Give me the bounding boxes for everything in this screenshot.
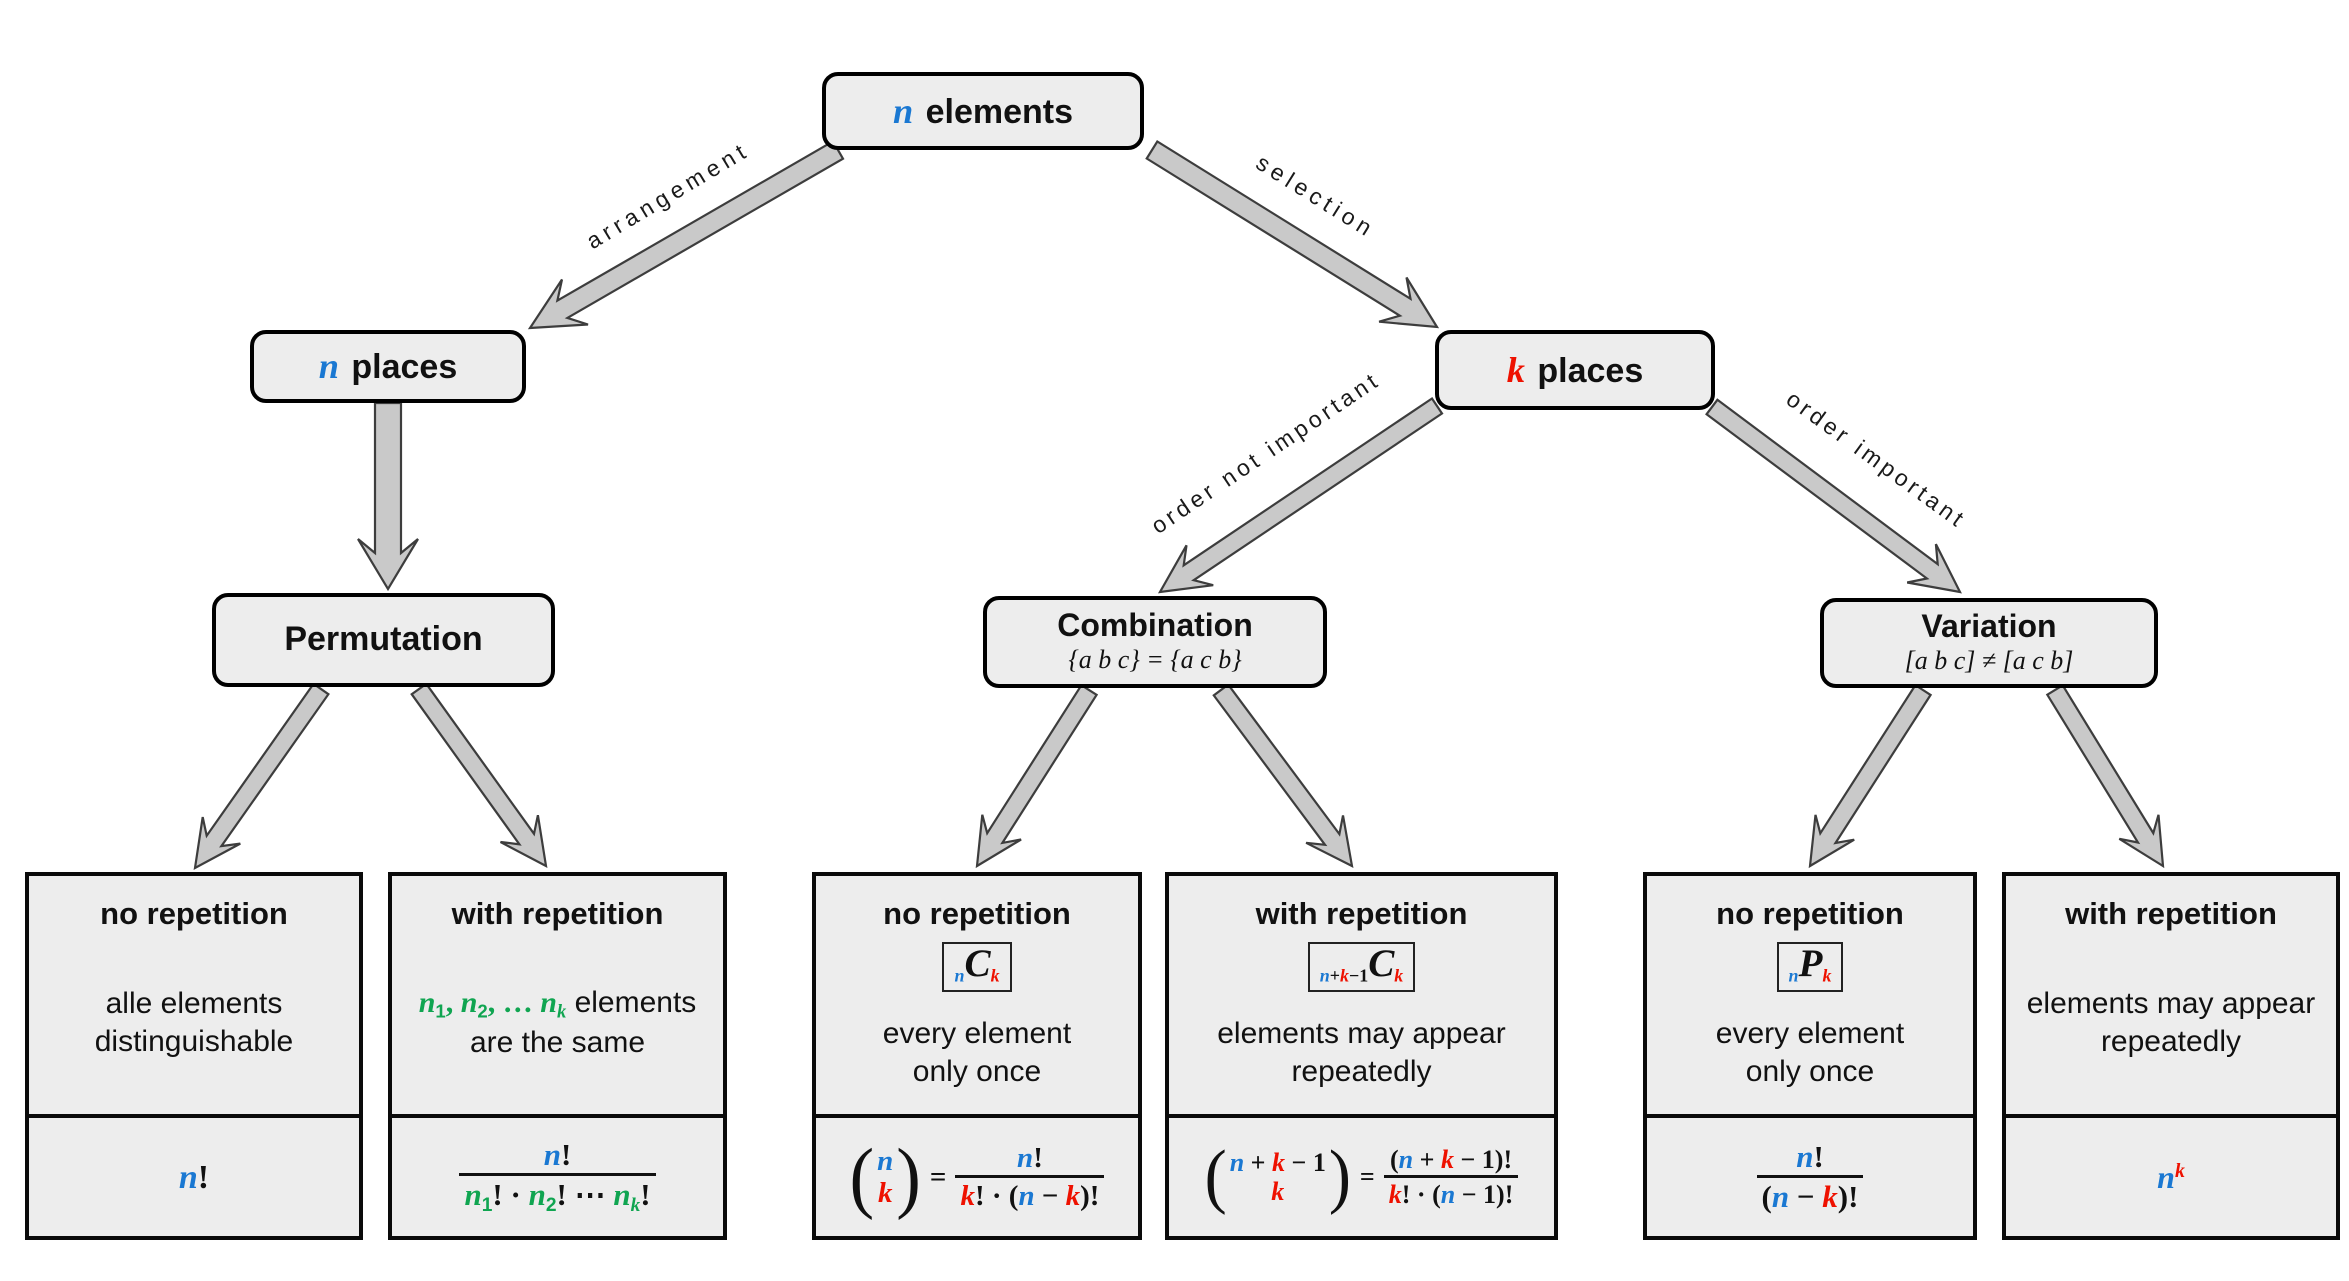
leaf-description: elements may appear repeatedly <box>2027 932 2316 1114</box>
leaf-description: elements may appear repeatedly <box>1217 992 1506 1114</box>
leaf-body: no repetition nPk every element only onc… <box>1647 876 1973 1114</box>
node-k-places-title: k places <box>1506 349 1644 390</box>
notation-badge-n+k-1Ck: n+k−1Ck <box>1307 942 1416 992</box>
binom-top: n <box>877 1144 894 1177</box>
block-arrow <box>357 401 419 592</box>
fraction-denominator: k! · (n − 1)! <box>1383 1174 1519 1209</box>
fraction-denominator: n1! · n2! ⋯ nk! <box>459 1172 656 1216</box>
desc-line: repeatedly <box>2100 1025 2242 1058</box>
node-combination-subtitle: {a b c} = {a c b} <box>1068 645 1242 675</box>
leaf-body: with repetition n1, n2, … nk elements ar… <box>392 876 723 1114</box>
leaf-combination-with-repetition: with repetition n+k−1Ck elements may app… <box>1165 872 1558 1240</box>
leaf-body: with repetition elements may appear repe… <box>2006 876 2336 1114</box>
desc-line: only once <box>912 1054 1042 1088</box>
fraction: n! n1! · n2! ⋯ nk! <box>459 1137 656 1216</box>
desc-line: are the same <box>469 1025 646 1059</box>
node-combination: Combination {a b c} = {a c b} <box>983 596 1327 688</box>
node-n-elements-title: n elements <box>892 90 1074 131</box>
desc-line: elements may appear <box>2026 986 2316 1020</box>
block-arrows <box>193 139 2165 871</box>
desc-line: every element <box>1715 1016 1905 1050</box>
binom-bottom: k <box>1271 1177 1285 1206</box>
leaf-title: no repetition <box>100 896 288 931</box>
leaf-formula: ( n + k − 1 k ) = (n + k − 1)! k! · (n −… <box>1169 1114 1554 1236</box>
node-n-elements: n elements <box>822 72 1144 150</box>
equals-sign: = <box>1359 1162 1375 1191</box>
leaf-formula: ( n k ) = n! k! · (n − k)! <box>816 1114 1138 1236</box>
leaf-title: with repetition <box>1255 896 1468 931</box>
edge-label-order-important: order important <box>1782 386 1972 534</box>
leaf-title: no repetition <box>883 896 1071 931</box>
leaf-title: with repetition <box>2065 896 2277 931</box>
leaf-description: n1, n2, … nk elements are the same <box>419 932 697 1114</box>
desc-line: distinguishable <box>94 1025 294 1058</box>
node-permutation: Permutation <box>212 593 555 687</box>
node-variation: Variation [a b c] ≠ [a c b] <box>1820 598 2158 688</box>
leaf-variation-no-repetition: no repetition nPk every element only onc… <box>1643 872 1977 1240</box>
fraction: n! (n − k)! <box>1756 1138 1864 1215</box>
node-k-places: k places <box>1435 330 1715 410</box>
desc-line: n1, n2, … nk elements <box>418 985 697 1023</box>
block-arrow <box>1705 398 1962 594</box>
block-arrow <box>193 682 330 871</box>
binom-top: n + k − 1 <box>1229 1147 1326 1177</box>
desc-line: elements may appear <box>1217 1016 1506 1050</box>
leaf-formula: nk <box>2006 1114 2336 1236</box>
fraction-numerator: n! <box>543 1137 572 1172</box>
fraction: n! k! · (n − k)! <box>955 1142 1105 1212</box>
leaf-formula: n! n1! · n2! ⋯ nk! <box>392 1114 723 1236</box>
block-arrow <box>975 683 1099 869</box>
desc-line: repeatedly <box>1291 1054 1432 1088</box>
fraction-denominator: (n − k)! <box>1756 1174 1864 1215</box>
left-paren: ( <box>1204 1137 1227 1217</box>
leaf-permutation-with-repetition: with repetition n1, n2, … nk elements ar… <box>388 872 727 1240</box>
leaf-combination-no-repetition: no repetition nCk every element only onc… <box>812 872 1142 1240</box>
right-paren: ) <box>896 1132 921 1221</box>
block-arrow <box>1808 683 1933 869</box>
leaf-title: with repetition <box>451 896 664 931</box>
block-arrow <box>410 682 548 868</box>
node-variation-title: Variation <box>1921 607 2057 644</box>
leaf-formula: n! <box>29 1114 359 1236</box>
leaf-description: every element only once <box>883 992 1071 1114</box>
binom-bottom: k <box>877 1177 893 1209</box>
leaf-body: no repetition alle elements distinguisha… <box>29 876 359 1114</box>
right-paren: ) <box>1328 1137 1351 1217</box>
block-arrow <box>1145 139 1440 329</box>
notation-badge-nCk: nCk <box>942 942 1012 992</box>
leaf-body: with repetition n+k−1Ck elements may app… <box>1169 876 1554 1114</box>
desc-line: every element <box>882 1016 1072 1050</box>
formula-expression: nk <box>2157 1158 2185 1195</box>
fraction-numerator: (n + k − 1)! <box>1389 1145 1513 1175</box>
binomial-coefficient: ( n + k − 1 k ) <box>1204 1137 1351 1217</box>
leaf-permutation-no-repetition: no repetition alle elements distinguisha… <box>25 872 363 1240</box>
block-arrow <box>1212 683 1354 868</box>
desc-line: alle elements <box>105 986 283 1020</box>
leaf-title: no repetition <box>1716 896 1904 931</box>
block-arrow <box>2045 683 2165 869</box>
leaf-description: alle elements distinguishable <box>95 932 293 1114</box>
node-n-places: n places <box>250 330 526 403</box>
left-paren: ( <box>849 1132 875 1221</box>
leaf-variation-with-repetition: with repetition elements may appear repe… <box>2002 872 2340 1240</box>
fraction-denominator: k! · (n − k)! <box>955 1174 1105 1212</box>
block-arrow <box>527 139 845 330</box>
node-permutation-title: Permutation <box>284 620 483 659</box>
fraction-numerator: n! <box>1796 1138 1824 1174</box>
node-combination-title: Combination <box>1057 606 1253 643</box>
leaf-formula: n! (n − k)! <box>1647 1114 1973 1236</box>
block-arrow <box>1157 396 1444 594</box>
fraction: (n + k − 1)! k! · (n − 1)! <box>1383 1145 1519 1209</box>
leaf-body: no repetition nCk every element only onc… <box>816 876 1138 1114</box>
notation-badge-nPk: nPk <box>1776 942 1844 992</box>
node-n-places-title: n places <box>318 346 458 387</box>
leaf-description: every element only once <box>1716 992 1904 1114</box>
fraction-numerator: n! <box>1017 1142 1043 1175</box>
formula-expression: n! <box>178 1158 210 1196</box>
node-variation-subtitle: [a b c] ≠ [a c b] <box>1904 646 2074 676</box>
desc-line: only once <box>1745 1054 1875 1088</box>
binomial-coefficient: ( n k ) <box>849 1132 921 1221</box>
equals-sign: = <box>929 1160 947 1193</box>
